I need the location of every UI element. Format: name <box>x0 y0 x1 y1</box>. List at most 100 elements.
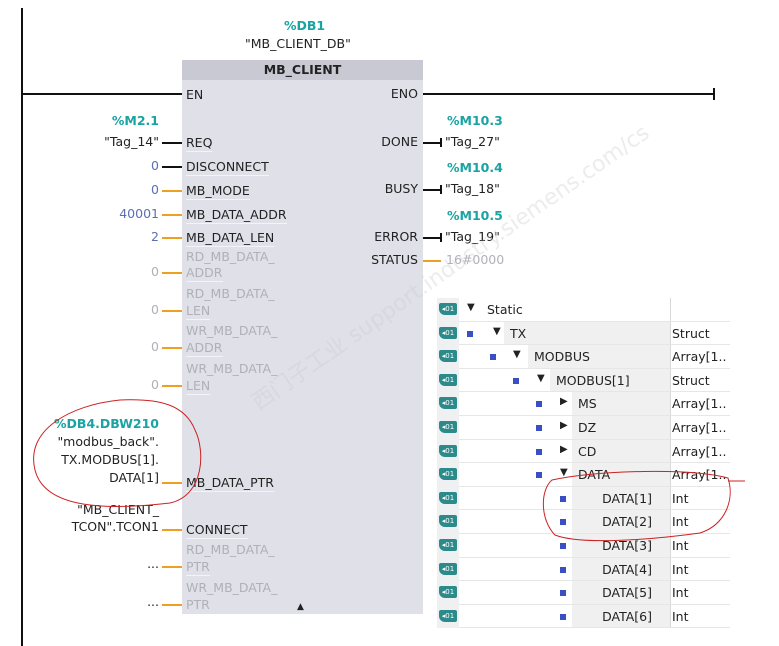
tree-row[interactable]: ◂01▼MODBUS[1]Struct <box>437 368 730 393</box>
row-name: CD <box>578 443 597 459</box>
wr-len-value[interactable]: 0 <box>151 377 159 392</box>
ptr-line-3[interactable]: DATA[1] <box>109 470 159 485</box>
row-type: Array[1.. <box>672 349 727 365</box>
mb-mode-value[interactable]: 0 <box>151 182 159 197</box>
column-divider <box>670 368 671 393</box>
row-type: Int <box>672 608 689 624</box>
row-name: DATA[4] <box>602 561 652 577</box>
row-divider <box>459 627 730 629</box>
row-divider <box>459 580 730 582</box>
wr-ptr-value[interactable]: ... <box>147 594 159 609</box>
row-type: Int <box>672 561 689 577</box>
row-name: DATA[6] <box>602 608 652 624</box>
block-title: MB_CLIENT <box>182 60 423 80</box>
wr-addr-value[interactable]: 0 <box>151 339 159 354</box>
rd-ptr-value[interactable]: ... <box>147 556 159 571</box>
req-tag[interactable]: "Tag_14" <box>104 134 159 149</box>
instance-db-address: %DB1 <box>284 18 326 33</box>
ptr-line-2[interactable]: TX.MODBUS[1]. <box>61 452 159 467</box>
expand-down-icon[interactable]: ▼ <box>560 467 568 479</box>
tree-row[interactable]: ◂01 DATA[4] Int <box>437 557 730 582</box>
pin-done: DONE <box>381 134 418 149</box>
row-name: DATA[5] <box>602 585 652 601</box>
row-name: DATA[2] <box>602 514 652 530</box>
column-divider <box>670 439 671 464</box>
ptr-line-1[interactable]: "modbus_back". <box>57 434 159 449</box>
static-tag-icon: ◂01 <box>439 562 457 575</box>
expand-right-icon[interactable]: ▶ <box>560 419 568 431</box>
tree-row[interactable]: ◂01▼Static <box>437 298 730 322</box>
static-tag-icon: ◂01 <box>439 586 457 599</box>
pin-wr-len-l1: WR_MB_DATA_ <box>186 361 278 376</box>
row-type: Int <box>672 514 689 530</box>
element-square-icon <box>536 448 542 455</box>
row-name-cell <box>572 604 670 629</box>
row-divider <box>459 367 730 369</box>
pin-req: REQ <box>186 135 213 152</box>
element-square-icon <box>560 542 566 549</box>
done-tag[interactable]: "Tag_27" <box>445 134 500 149</box>
row-name-cell <box>528 345 670 369</box>
element-square-icon <box>536 472 542 479</box>
status-value[interactable]: 16#0000 <box>446 252 505 267</box>
static-tag-icon: ◂01 <box>439 538 457 551</box>
row-name: DZ <box>578 419 597 435</box>
pin-status: STATUS <box>371 252 418 267</box>
row-divider <box>459 603 730 605</box>
tree-row[interactable]: ◂01 DATA[5] Int <box>437 581 730 605</box>
rd-len-value[interactable]: 0 <box>151 302 159 317</box>
static-tag-icon: ◂01 <box>439 468 457 481</box>
expand-down-icon[interactable]: ▼ <box>493 325 501 337</box>
busy-tag[interactable]: "Tag_18" <box>445 181 500 196</box>
connect-line-2[interactable]: TCON".TCON1 <box>71 519 159 534</box>
disconnect-value[interactable]: 0 <box>151 158 159 173</box>
mb-data-addr-value[interactable]: 40001 <box>119 206 159 221</box>
pin-eno: ENO <box>390 86 418 101</box>
row-name: Static <box>487 302 523 317</box>
collapse-arrow-icon[interactable]: ▲ <box>297 602 304 612</box>
pin-mb-data-addr: MB_DATA_ADDR <box>186 207 287 224</box>
element-square-icon <box>560 613 566 620</box>
annotation-circle-left <box>33 399 202 508</box>
row-name: MODBUS <box>534 349 590 365</box>
row-type: Int <box>672 537 689 553</box>
pin-rd-len-l1: RD_MB_DATA_ <box>186 286 275 301</box>
done-address: %M10.3 <box>447 113 503 128</box>
mb-data-len-value[interactable]: 2 <box>151 229 159 244</box>
expand-right-icon[interactable]: ▶ <box>560 396 568 408</box>
row-type: Int <box>672 585 689 601</box>
static-tag-icon: ◂01 <box>439 609 457 622</box>
row-name: DATA[1] <box>602 490 652 506</box>
pin-rd-addr-l1: RD_MB_DATA_ <box>186 249 275 264</box>
pin-rd-ptr-l1: RD_MB_DATA_ <box>186 542 275 557</box>
expand-down-icon[interactable]: ▼ <box>537 372 545 384</box>
column-divider <box>670 581 671 605</box>
mb-client-block[interactable] <box>182 60 423 614</box>
rd-addr-value[interactable]: 0 <box>151 264 159 279</box>
element-square-icon <box>560 590 566 597</box>
element-square-icon <box>467 330 473 337</box>
column-divider <box>670 557 671 582</box>
tree-row[interactable]: ◂01 DATA[6] Int <box>437 604 730 629</box>
column-divider <box>670 533 671 558</box>
tree-row[interactable]: ◂01 DATA[2] Int <box>437 510 730 534</box>
expand-down-icon[interactable]: ▼ <box>513 349 521 361</box>
static-tag-icon: ◂01 <box>439 515 457 528</box>
row-divider <box>459 320 730 322</box>
row-name-cell <box>572 510 670 534</box>
expand-right-icon[interactable]: ▶ <box>560 443 568 455</box>
element-square-icon <box>560 566 566 573</box>
instance-db-name[interactable]: "MB_CLIENT_DB" <box>245 36 351 51</box>
row-name: MS <box>578 396 597 412</box>
error-tag[interactable]: "Tag_19" <box>445 229 500 244</box>
row-divider <box>459 414 730 416</box>
expand-down-icon[interactable]: ▼ <box>467 302 475 313</box>
